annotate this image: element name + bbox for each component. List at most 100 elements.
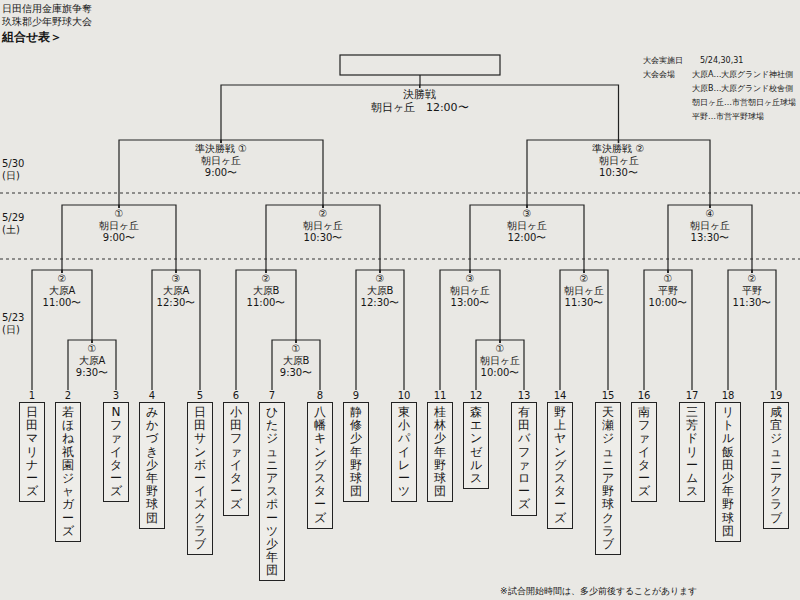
team-entry: 6小田ファイターズ [221, 390, 251, 516]
match-label: 準決勝戦 ②朝日ヶ丘10:30〜 [592, 143, 644, 179]
team-entry: 13有田バファローズ [509, 390, 539, 516]
team-name: みかづき少年野球団 [146, 406, 158, 525]
match-info: 朝日ヶ丘 12:00〜 [371, 101, 469, 114]
match-info: 朝日ヶ丘 [303, 220, 343, 232]
team-name: 静修少年野球団 [350, 406, 362, 498]
team-name-box: ひたジュニアスポーツ少年団 [259, 402, 285, 581]
team-number: 5 [185, 390, 215, 402]
match-label: ②朝日ヶ丘11:30〜 [564, 273, 604, 309]
match-info: 朝日ヶ丘 [690, 220, 730, 232]
team-name-box: 咸宜ジュニアクラブ [763, 402, 789, 529]
team-name: 八幡キングスターズ [314, 406, 326, 525]
team-name-box: 東小パイレーツ [391, 402, 417, 502]
match-label: 準決勝戦 ①朝日ヶ丘9:00〜 [195, 143, 247, 179]
winner-line [419, 75, 420, 85]
match-info: 11:00〜 [247, 297, 286, 309]
team-name: 小田ファイターズ [230, 406, 242, 512]
match-info: 10:30〜 [592, 167, 644, 179]
team-name-box: 若ほね 祇園ジャガーズ [55, 402, 81, 542]
team-name: ひたジュニアスポーツ少年団 [266, 406, 278, 577]
match-number: ② [247, 273, 286, 285]
team-number: 19 [761, 390, 791, 402]
match-label: ②大原A11:00〜 [43, 273, 82, 309]
match-number: ① [99, 208, 139, 220]
match-info: 朝日ヶ丘 [450, 285, 490, 297]
match-label: ①朝日ヶ丘10:00〜 [480, 343, 520, 379]
match-number: ① [480, 343, 520, 355]
page-title: 組合せ表＞ [2, 30, 62, 44]
team-number: 12 [461, 390, 491, 402]
info-text: 平野…市営平野球場 [692, 112, 764, 122]
match-number: ③ [507, 208, 547, 220]
team-entry: 4みかづき少年野球団 [137, 390, 167, 529]
team-entry: 17三芳ドリームス [677, 390, 707, 502]
match-info: 大原A [76, 355, 108, 367]
team-number: 15 [593, 390, 623, 402]
team-name: N ファイターズ [110, 406, 122, 498]
match-number: ③ [157, 273, 196, 285]
info-text: 日田信用金庫旗争奪 [2, 3, 92, 15]
match-info: 10:00〜 [649, 297, 688, 309]
team-name: 三芳ドリームス [686, 406, 698, 498]
match-label: ①朝日ヶ丘9:00〜 [99, 208, 139, 244]
match-info: 大原A [157, 285, 196, 297]
team-entry: 5 日田サンボーイズクラブ [185, 390, 215, 555]
match-info: 11:00〜 [43, 297, 82, 309]
footnote: ※試合開始時間は、多少前後することがあります [500, 586, 697, 597]
team-entry: 15天瀬ジュニア野球クラブ [593, 390, 623, 555]
match-number: 準決勝戦 ① [195, 143, 247, 155]
match-label: ②平野11:30〜 [733, 273, 772, 309]
match-info: 朝日ヶ丘 [195, 155, 247, 167]
match-info: 平野 [649, 285, 688, 297]
team-name-box: 三芳ドリームス [679, 402, 705, 502]
team-name: 野上ヤングスターズ [554, 406, 566, 525]
team-number: 16 [629, 390, 659, 402]
team-name-box: 有田バファローズ [511, 402, 537, 516]
team-entry: 14野上ヤングスターズ [545, 390, 575, 529]
team-number: 13 [509, 390, 539, 402]
match-info: 13:30〜 [690, 232, 730, 244]
match-number: ① [76, 343, 108, 355]
team-name: 日田サンボーイズクラブ [194, 406, 206, 551]
team-entry: 3N ファイターズ [101, 390, 131, 502]
team-number: 1 [17, 390, 47, 402]
team-name: リトル飯田少年野球団 [722, 406, 734, 538]
match-label: ③朝日ヶ丘13:00〜 [450, 273, 490, 309]
team-entry: 16南ファイターズ [629, 390, 659, 502]
match-number: ③ [361, 273, 400, 285]
match-number: 準決勝戦 ② [592, 143, 644, 155]
team-name-box: 野上ヤングスターズ [547, 402, 573, 529]
match-label: 決勝戦朝日ヶ丘 12:00〜 [371, 88, 469, 114]
match-number: ④ [690, 208, 730, 220]
info-text: 大会会場 [643, 70, 675, 80]
match-info: 平野 [733, 285, 772, 297]
team-name: 森エンゼルス [470, 406, 482, 485]
match-number: 決勝戦 [371, 88, 469, 101]
team-name-box: 静修少年野球団 [343, 402, 369, 502]
match-number: ③ [450, 273, 490, 285]
team-entry: 12 森エンゼルス [461, 390, 491, 489]
team-name-box: N ファイターズ [103, 402, 129, 502]
team-number: 8 [305, 390, 335, 402]
date-divider [0, 259, 800, 260]
match-info: 朝日ヶ丘 [564, 285, 604, 297]
match-label: ①大原B9:30〜 [280, 343, 312, 379]
team-name-box: 八幡キングスターズ [307, 402, 333, 529]
match-info: 12:00〜 [507, 232, 547, 244]
team-name-box: 日田サンボーイズクラブ [187, 402, 213, 555]
team-entry: 19咸宜ジュニアクラブ [761, 390, 791, 529]
info-text: 大原A…大原グランド神社側 [692, 70, 793, 80]
date-label: 5/30 (日) [2, 158, 30, 182]
team-entry: 9静修少年野球団 [341, 390, 371, 502]
team-name: 若ほね 祇園ジャガーズ [62, 406, 74, 538]
match-info: 朝日ヶ丘 [507, 220, 547, 232]
match-label: ③朝日ヶ丘12:00〜 [507, 208, 547, 244]
team-name: 日田マリナーズ [26, 406, 38, 498]
match-number: ② [303, 208, 343, 220]
match-info: 朝日ヶ丘 [592, 155, 644, 167]
date-divider [0, 193, 800, 194]
match-label: ③大原B12:30〜 [361, 273, 400, 309]
team-name-box: 森エンゼルス [463, 402, 489, 489]
match-info: 大原B [247, 285, 286, 297]
match-info: 朝日ヶ丘 [99, 220, 139, 232]
